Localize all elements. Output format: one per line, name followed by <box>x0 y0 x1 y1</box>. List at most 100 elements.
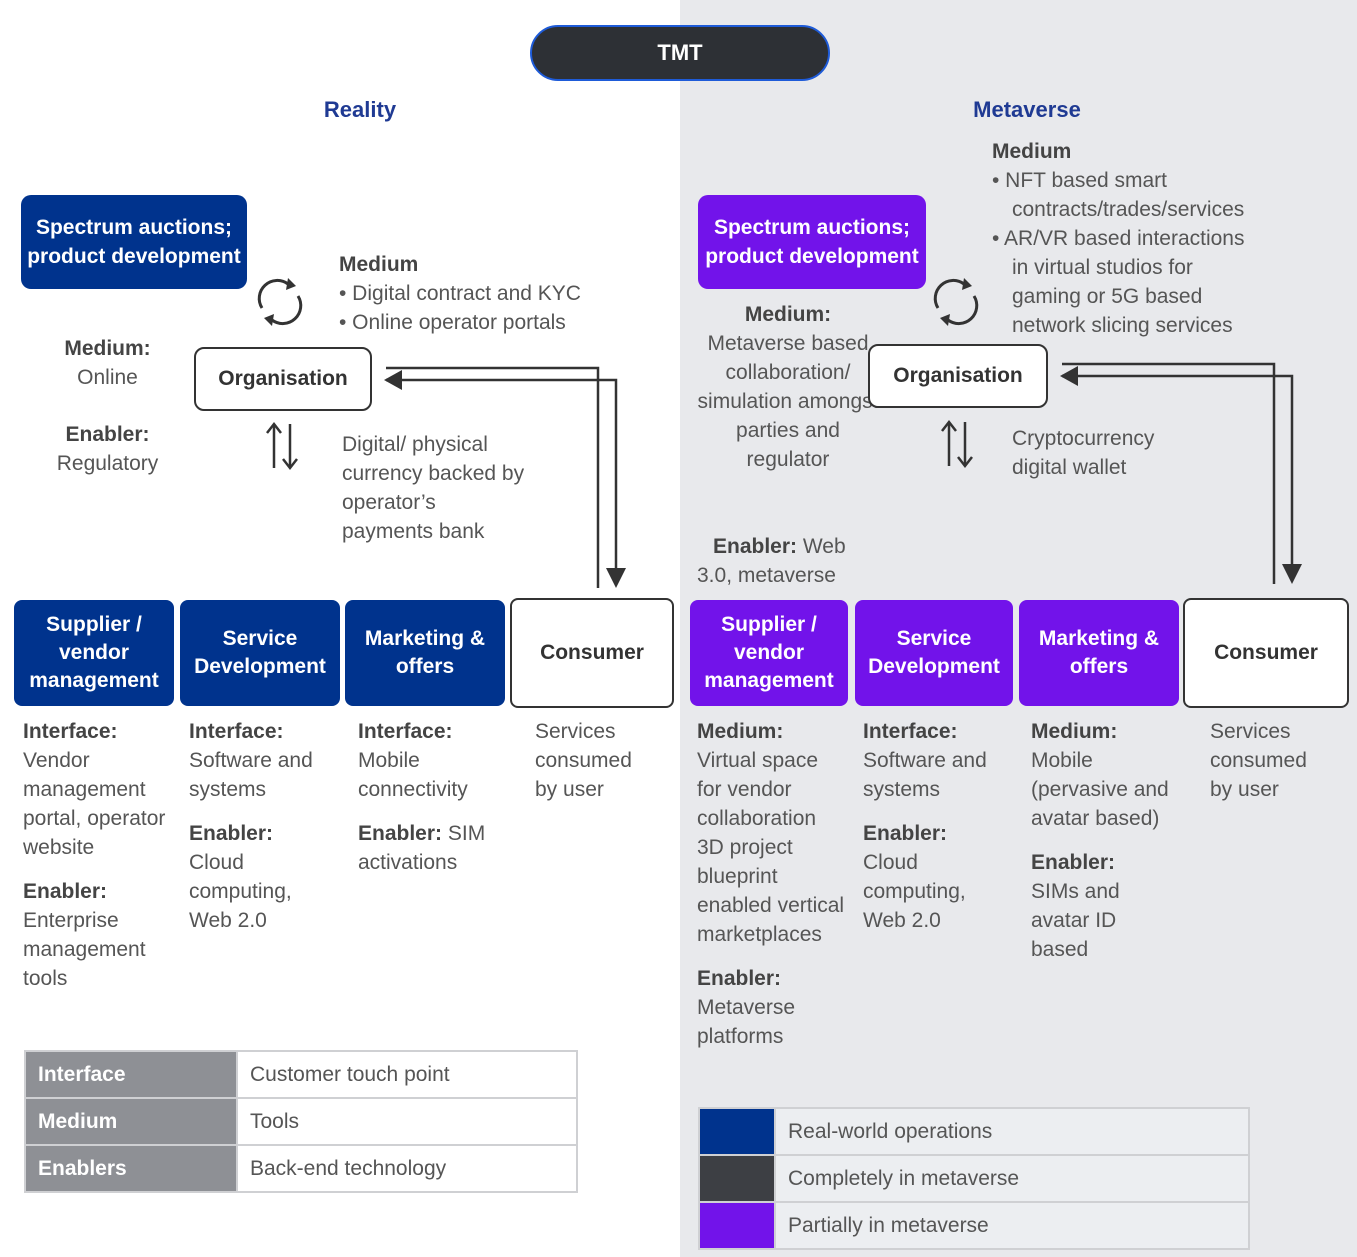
desc-label: Interface: <box>23 720 118 743</box>
legend-swatch <box>698 1154 776 1203</box>
reality-col-marketing: Marketing & offers <box>345 600 505 706</box>
desc-label: Enabler: <box>1031 851 1116 874</box>
metaverse-medium-top-label: Medium <box>992 140 1072 163</box>
reality-side-enabler-value: Regulatory <box>56 452 159 475</box>
desc-text: Cloud computing, Web 2.0 <box>863 851 966 932</box>
reality-side-medium: Medium: Online <box>35 334 180 392</box>
reality-medium-top-label: Medium <box>339 253 419 276</box>
legend-row: Medium Tools <box>24 1097 578 1146</box>
desc-text: Software and systems <box>189 749 313 801</box>
legend-key: Enablers <box>24 1144 238 1193</box>
reality-col-service: Service Development <box>180 600 340 706</box>
reality-side-medium-value: Online <box>77 366 138 389</box>
metaverse-organisation-box: Organisation <box>868 344 1048 408</box>
reality-heading: Reality <box>323 97 397 122</box>
metaverse-heading: Metaverse <box>973 97 1081 122</box>
desc-text: Mobile connectivity <box>358 749 468 801</box>
reality-medium-top-item: • Online operator portals <box>339 311 566 334</box>
metaverse-medium-top-item: network slicing services <box>1012 314 1233 337</box>
desc-text: Vendor management portal, operator websi… <box>23 749 166 859</box>
desc-text: Mobile (pervasive and avatar based) <box>1031 749 1169 830</box>
legend-row: Interface Customer touch point <box>24 1050 578 1099</box>
metaverse-col-consumer: Consumer <box>1183 598 1349 708</box>
reality-exchange-arrows-icon <box>266 421 298 471</box>
metaverse-col-supplier: Supplier / vendor management <box>690 600 848 706</box>
reality-side-enabler-label: Enabler: <box>65 423 150 446</box>
reality-side-medium-label: Medium: <box>64 337 151 360</box>
desc-label: Interface: <box>863 720 958 743</box>
desc-label: Enabler: <box>697 967 782 990</box>
desc-label: Enabler: <box>863 822 948 845</box>
desc-label: Enabler: <box>23 880 108 903</box>
metaverse-currency-text: Cryptocurrency digital wallet <box>1012 427 1155 479</box>
legend-key: Interface <box>24 1050 238 1099</box>
desc-text: Cloud computing, Web 2.0 <box>189 851 292 932</box>
metaverse-side-enabler-label: Enabler: <box>713 535 798 558</box>
reality-cycle-icon <box>257 278 303 326</box>
legend-value: Back-end technology <box>236 1144 578 1193</box>
metaverse-medium-top: Medium • NFT based smart contracts/trade… <box>992 137 1322 340</box>
metaverse-medium-top-item: • NFT based smart <box>992 169 1168 192</box>
metaverse-col-consumer-desc: Services consumed by user <box>1210 720 1307 801</box>
reality-spectrum-box: Spectrum auctions; product development <box>21 195 247 289</box>
desc-text: Enterprise management tools <box>23 909 146 990</box>
metaverse-side-medium-value: Metaverse based collaboration/ simulatio… <box>697 332 879 471</box>
title-pill: TMT <box>530 25 830 81</box>
legend-swatch <box>698 1201 776 1250</box>
reality-flow-arrows <box>384 366 626 588</box>
desc-label: Medium: <box>1031 720 1118 743</box>
reality-medium-top-item: • Digital contract and KYC <box>339 282 581 305</box>
legend-key: Medium <box>24 1097 238 1146</box>
desc-label: Enabler: <box>358 822 443 845</box>
legend-label: Partially in metaverse <box>774 1201 1250 1250</box>
desc-text: SIMs and avatar ID based <box>1031 880 1120 961</box>
desc-label: Enabler: <box>189 822 274 845</box>
legend-label: Completely in metaverse <box>774 1154 1250 1203</box>
desc-label: Interface: <box>358 720 453 743</box>
legend-value: Tools <box>236 1097 578 1146</box>
metaverse-side-enabler-value: Web 3.0, metaverse <box>697 535 846 587</box>
reality-side-enabler: Enabler: Regulatory <box>35 420 180 478</box>
reality-organisation-box: Organisation <box>194 347 372 411</box>
desc-text: Software and systems <box>863 749 987 801</box>
desc-label: Interface: <box>189 720 284 743</box>
legend-label: Real-world operations <box>774 1107 1250 1156</box>
metaverse-col-service-desc: Interface: Software and systems Enabler:… <box>863 717 1011 935</box>
metaverse-cycle-icon <box>933 278 979 326</box>
metaverse-medium-top-item: gaming or 5G based <box>1012 285 1203 308</box>
metaverse-col-service: Service Development <box>855 600 1013 706</box>
legend-row: Enablers Back-end technology <box>24 1144 578 1193</box>
metaverse-col-marketing-desc: Medium: Mobile (pervasive and avatar bas… <box>1031 717 1189 964</box>
legend-value: Customer touch point <box>236 1050 578 1099</box>
metaverse-flow-arrows <box>1060 362 1302 584</box>
metaverse-col-supplier-desc: Medium: Virtual space for vendor collabo… <box>697 717 845 1051</box>
metaverse-side-medium: Medium: Metaverse based collaboration/ s… <box>697 300 879 474</box>
legend-row: Completely in metaverse <box>698 1154 1250 1203</box>
legend-row: Real-world operations <box>698 1107 1250 1156</box>
metaverse-side-medium-label: Medium: <box>744 303 832 326</box>
reality-legend-table: Interface Customer touch point Medium To… <box>24 1050 578 1193</box>
reality-col-supplier: Supplier / vendor management <box>14 600 174 706</box>
reality-col-supplier-desc: Interface: Vendor management portal, ope… <box>23 717 173 993</box>
reality-col-consumer-desc: Services consumed by user <box>535 720 632 801</box>
metaverse-side-enabler: Enabler: Web 3.0, metaverse <box>697 532 882 590</box>
metaverse-exchange-arrows-icon <box>941 419 973 469</box>
reality-currency-text: Digital/ physical currency backed by ope… <box>342 433 525 543</box>
metaverse-medium-top-item: • AR/VR based interactions <box>992 227 1245 250</box>
reality-col-marketing-desc: Interface: Mobile connectivity Enabler: … <box>358 717 508 877</box>
desc-text: Virtual space for vendor collaboration 3… <box>697 749 845 946</box>
desc-label: Medium: <box>697 720 784 743</box>
legend-row: Partially in metaverse <box>698 1201 1250 1250</box>
reality-col-service-desc: Interface: Software and systems Enabler:… <box>189 717 339 935</box>
desc-text: Metaverse platforms <box>697 996 796 1048</box>
metaverse-medium-top-item: contracts/trades/services <box>1012 198 1245 221</box>
desc-line: Enabler: SIM activations <box>358 819 508 877</box>
legend-swatch <box>698 1107 776 1156</box>
metaverse-medium-top-item: in virtual studios for <box>1012 256 1193 279</box>
metaverse-spectrum-box: Spectrum auctions; product development <box>698 195 926 289</box>
desc-text: SIM activations <box>358 822 486 874</box>
metaverse-col-marketing: Marketing & offers <box>1019 600 1179 706</box>
reality-medium-top: Medium • Digital contract and KYC • Onli… <box>339 250 581 337</box>
metaverse-legend-table: Real-world operations Completely in meta… <box>698 1107 1250 1250</box>
reality-col-consumer: Consumer <box>510 598 674 708</box>
